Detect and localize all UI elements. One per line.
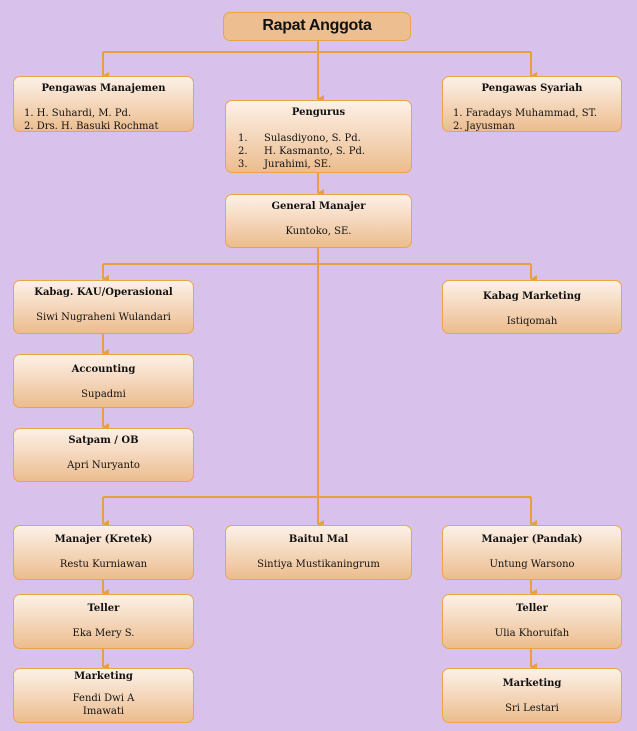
- member: 3.Jurahimi, SE.: [238, 159, 332, 170]
- rapat-anggota-title: Rapat Anggota: [262, 17, 372, 34]
- pengurus-box: Pengurus 1.Sulasdiyono, S. Pd. 2.H. Kasm…: [225, 100, 412, 173]
- box-title: Marketing: [74, 671, 133, 682]
- person-name: Siwi Nugraheni Wulandari: [36, 312, 171, 323]
- manajer-kretek-box: Manajer (Kretek) Restu Kurniawan: [13, 525, 194, 580]
- box-title: Accounting: [71, 364, 136, 375]
- box-title: Kabag Marketing: [483, 291, 581, 302]
- general-manajer-box: General Manajer Kuntoko, SE.: [225, 194, 412, 248]
- marketing-kretek-box: Marketing Fendi Dwi A Imawati: [13, 668, 194, 723]
- box-title: Baitul Mal: [288, 534, 349, 545]
- kabag-marketing-box: Kabag Marketing Istiqomah: [442, 280, 622, 334]
- box-title: Teller: [516, 603, 548, 614]
- box-title: Pengawas Syariah: [481, 83, 583, 94]
- person-name: Kuntoko, SE.: [285, 226, 352, 237]
- person-name-line2: Imawati: [82, 706, 125, 717]
- marketing-pandak-box: Marketing Sri Lestari: [442, 668, 622, 723]
- person-name: Apri Nuryanto: [67, 460, 140, 471]
- pengawas-syariah-box: Pengawas Syariah 1. Faradays Muhammad, S…: [442, 76, 622, 132]
- person-name: Restu Kurniawan: [59, 559, 148, 570]
- person-name: Fendi Dwi A: [72, 693, 135, 704]
- box-title: General Manajer: [271, 201, 366, 212]
- satpam-box: Satpam / OB Apri Nuryanto: [13, 428, 194, 482]
- box-title: Teller: [87, 603, 120, 614]
- person-name: Ulia Khoruifah: [494, 628, 570, 639]
- box-title: Manajer (Kretek): [54, 534, 153, 545]
- member: 2.H. Kasmanto, S. Pd.: [238, 146, 366, 157]
- member: 1. Faradays Muhammad, ST.: [453, 108, 598, 119]
- person-name: Eka Mery S.: [72, 628, 135, 639]
- member: 2. Drs. H. Basuki Rochmat: [24, 121, 159, 132]
- box-title: Kabag. KAU/Operasional: [34, 287, 173, 298]
- member: 1. H. Suhardi, M. Pd.: [24, 108, 132, 119]
- pengawas-manajemen-box: Pengawas Manajemen 1. H. Suhardi, M. Pd.…: [13, 76, 194, 132]
- box-title: Pengurus: [291, 107, 346, 118]
- person-name: Sintiya Mustikaningrum: [257, 559, 380, 570]
- member: 2. Jayusman: [453, 121, 515, 132]
- accounting-box: Accounting Supadmi: [13, 354, 194, 408]
- person-name: Sri Lestari: [505, 703, 559, 714]
- kabag-kau-box: Kabag. KAU/Operasional Siwi Nugraheni Wu…: [13, 280, 194, 334]
- box-title: Pengawas Manajemen: [41, 83, 166, 94]
- rapat-anggota-box: Rapat Anggota: [223, 12, 411, 41]
- teller-pandak-box: Teller Ulia Khoruifah: [442, 594, 622, 649]
- teller-kretek-box: Teller Eka Mery S.: [13, 594, 194, 649]
- box-title: Marketing: [502, 678, 562, 689]
- box-title: Manajer (Pandak): [481, 534, 583, 545]
- person-name: Istiqomah: [506, 316, 558, 327]
- baitul-mal-box: Baitul Mal Sintiya Mustikaningrum: [225, 525, 412, 580]
- person-name: Supadmi: [81, 389, 126, 400]
- box-title: Satpam / OB: [68, 435, 139, 446]
- member: 1.Sulasdiyono, S. Pd.: [238, 133, 361, 144]
- person-name: Untung Warsono: [489, 559, 575, 570]
- manajer-pandak-box: Manajer (Pandak) Untung Warsono: [442, 525, 622, 580]
